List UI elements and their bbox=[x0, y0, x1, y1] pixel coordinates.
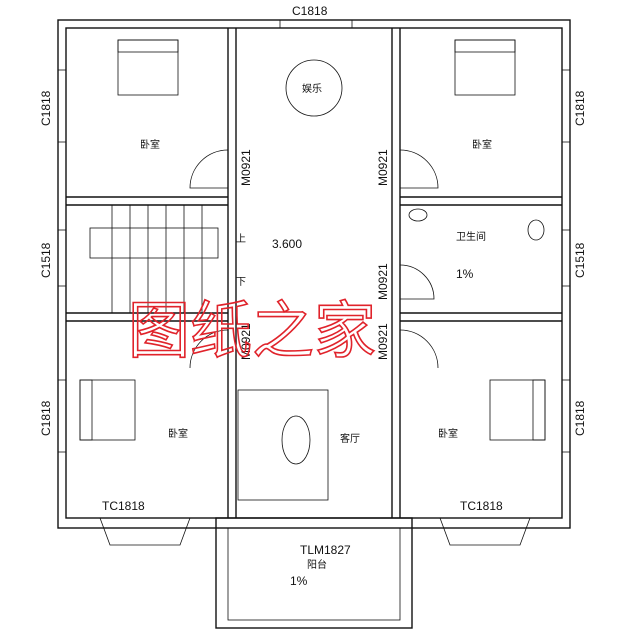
stair-up-label: 上 bbox=[236, 233, 246, 245]
balcony bbox=[215, 517, 413, 629]
window-label-left-upper: C1818 bbox=[39, 90, 53, 126]
bed-icon bbox=[79, 379, 136, 441]
room-label-bathroom: 卫生间 bbox=[456, 230, 486, 243]
window-label-right-upper: C1818 bbox=[573, 90, 587, 126]
bed-icon bbox=[454, 39, 516, 96]
round-table-icon bbox=[285, 59, 343, 117]
door-swings bbox=[189, 149, 439, 369]
elevation-mark: 3.600 bbox=[272, 237, 302, 251]
room-label-living: 客厅 bbox=[340, 432, 360, 445]
bay-window-label-right: TC1818 bbox=[460, 499, 503, 513]
room-label-bedroom-bottom-right: 卧室 bbox=[438, 427, 458, 440]
room-label-bedroom-bottom-left: 卧室 bbox=[168, 427, 188, 440]
room-label-entertainment: 娱乐 bbox=[302, 82, 322, 95]
staircase bbox=[89, 205, 219, 313]
window-label-left-lower: C1818 bbox=[39, 400, 53, 436]
door-label-bottom-right: M0921 bbox=[376, 323, 390, 360]
window-label-top: C1818 bbox=[292, 4, 328, 18]
bed-icon bbox=[489, 379, 546, 441]
stair-down-label: 下 bbox=[236, 277, 246, 288]
sink-icon bbox=[408, 208, 428, 222]
window-label-right-lower: C1818 bbox=[573, 400, 587, 436]
interior-walls bbox=[66, 28, 562, 518]
window-label-left-mid: C1518 bbox=[39, 242, 53, 278]
watermark: 图纸之家 bbox=[128, 294, 376, 367]
window-label-right-mid: C1518 bbox=[573, 242, 587, 278]
door-label-bathroom: M0921 bbox=[376, 263, 390, 300]
room-label-balcony: 阳台 bbox=[307, 558, 327, 571]
bay-window-label-left: TC1818 bbox=[102, 499, 145, 513]
bath-slope-label: 1% bbox=[456, 267, 474, 281]
windows bbox=[57, 19, 571, 453]
door-label-bottom-left: M0921 bbox=[239, 323, 253, 360]
bay-windows bbox=[99, 517, 531, 546]
toilet-icon bbox=[527, 219, 545, 241]
door-label-top-left: M0921 bbox=[239, 149, 253, 186]
balcony-slope-label: 1% bbox=[290, 574, 308, 588]
bed-icon bbox=[117, 39, 179, 96]
room-label-bedroom-top-right: 卧室 bbox=[472, 138, 492, 151]
exterior-walls bbox=[57, 19, 571, 529]
room-label-bedroom-top-left: 卧室 bbox=[140, 138, 160, 151]
door-label-top-right: M0921 bbox=[376, 149, 390, 186]
sofa-icon bbox=[237, 389, 329, 501]
balcony-door-label: TLM1827 bbox=[300, 543, 351, 557]
